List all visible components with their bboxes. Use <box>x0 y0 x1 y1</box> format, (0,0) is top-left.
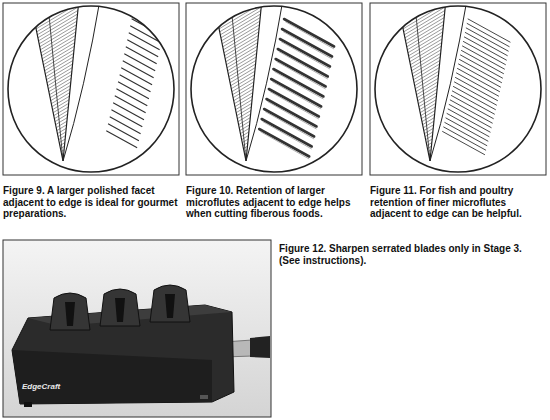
sharpener-photo <box>3 240 271 417</box>
figure-caption: Figure 11. For fish and poultry retentio… <box>370 185 546 220</box>
figure-frame <box>3 3 179 175</box>
figure-caption: Figure 9. A larger polished facet adjace… <box>3 185 179 220</box>
magnifier-circle <box>8 6 174 172</box>
brand-name: EdgeCraft <box>22 383 60 391</box>
magnifier-circle <box>375 6 541 172</box>
figure-caption: Figure 12. Sharpen serrated blades only … <box>279 243 541 266</box>
blade-closeup <box>0 0 174 188</box>
figure-frame <box>186 3 362 175</box>
figure-caption: Figure 10. Retention of larger microflut… <box>186 185 362 220</box>
figure-frame <box>370 3 546 175</box>
blade-closeup <box>338 0 541 188</box>
magnifier-circle <box>191 6 357 172</box>
blade-closeup <box>154 0 357 188</box>
